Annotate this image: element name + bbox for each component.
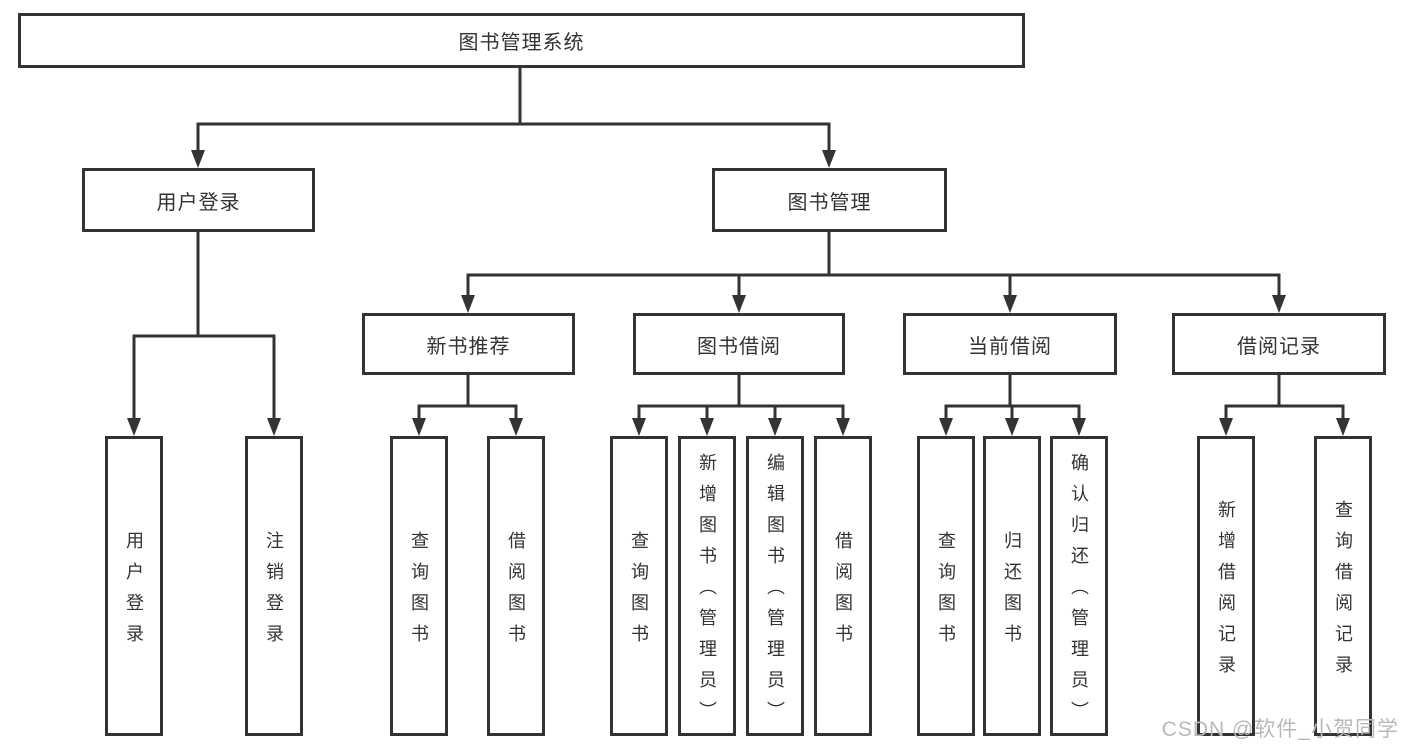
- arrowhead-icon: [412, 418, 426, 436]
- leaf-query-borrow-record-label: 查询借阅记录: [1333, 499, 1353, 686]
- leaf-add-borrow-record: 新增借阅记录: [1197, 436, 1255, 736]
- leaf-query-books-2: 查询图书: [610, 436, 668, 736]
- node-borrow-records-label: 借阅记录: [1237, 335, 1321, 358]
- arrowhead-icon: [1219, 418, 1233, 436]
- leaf-query-borrow-record: 查询借阅记录: [1314, 436, 1372, 736]
- leaf-logout-label: 注销登录: [264, 530, 284, 655]
- connector-current-borrow-to-leaves: [944, 373, 1081, 421]
- connector-book-borrow-to-leaves: [637, 373, 845, 421]
- node-book-management-label: 图书管理: [787, 191, 872, 214]
- leaf-add-borrow-record-label: 新增借阅记录: [1216, 499, 1236, 686]
- node-current-borrow: 当前借阅: [903, 313, 1117, 375]
- leaf-add-books-admin: 新增图书（管理员）: [678, 436, 736, 736]
- leaf-borrow-books-1: 借阅图书: [487, 436, 545, 736]
- node-library-system-label: 图书管理系统: [458, 32, 585, 54]
- leaf-edit-books-admin: 编辑图书（管理员）: [746, 436, 804, 736]
- arrowhead-icon: [1005, 418, 1019, 436]
- arrowhead-icon: [939, 418, 953, 436]
- arrowhead-icon: [836, 418, 850, 436]
- leaf-borrow-books-2-label: 借阅图书: [833, 530, 853, 655]
- arrowhead-icon: [1003, 295, 1017, 313]
- arrowhead-icon: [191, 150, 205, 168]
- arrowhead-icon: [509, 418, 523, 436]
- connector-book-mgmt-to-level3: [466, 230, 1281, 298]
- leaf-logout: 注销登录: [245, 436, 303, 736]
- node-borrow-records: 借阅记录: [1172, 313, 1386, 375]
- leaf-query-books-1: 查询图书: [390, 436, 448, 736]
- node-book-management: 图书管理: [712, 168, 947, 232]
- arrowhead-icon: [822, 150, 836, 168]
- leaf-borrow-books-2: 借阅图书: [814, 436, 872, 736]
- leaf-confirm-return-admin-label: 确认归还（管理员）: [1069, 453, 1089, 732]
- node-book-borrow: 图书借阅: [633, 313, 845, 375]
- arrowhead-icon: [127, 418, 141, 436]
- arrowhead-icon: [461, 295, 475, 313]
- leaf-query-books-3: 查询图书: [917, 436, 975, 736]
- leaf-return-books-label: 归还图书: [1002, 530, 1022, 655]
- leaf-query-books-2-label: 查询图书: [629, 530, 649, 655]
- arrowheads: [127, 150, 1350, 436]
- arrowhead-icon: [768, 418, 782, 436]
- arrowhead-icon: [700, 418, 714, 436]
- node-new-book-recommend-label: 新书推荐: [426, 335, 511, 358]
- arrowhead-icon: [1336, 418, 1350, 436]
- connector-user-login-to-leaves: [132, 230, 276, 421]
- arrowhead-icon: [632, 418, 646, 436]
- arrowhead-icon: [267, 418, 281, 436]
- arrowhead-icon: [1072, 418, 1086, 436]
- leaf-borrow-books-1-label: 借阅图书: [506, 530, 526, 655]
- leaf-user-login: 用户登录: [105, 436, 163, 736]
- node-book-borrow-label: 图书借阅: [697, 335, 781, 358]
- leaf-add-books-admin-label: 新增图书（管理员）: [697, 453, 717, 732]
- leaf-query-books-1-label: 查询图书: [409, 530, 429, 655]
- connector-borrow-records-to-leaves: [1224, 373, 1345, 421]
- arrowhead-icon: [1272, 295, 1286, 313]
- node-current-borrow-label: 当前借阅: [968, 335, 1052, 358]
- node-user-login: 用户登录: [82, 168, 315, 232]
- leaf-confirm-return-admin: 确认归还（管理员）: [1050, 436, 1108, 736]
- leaf-edit-books-admin-label: 编辑图书（管理员）: [765, 453, 785, 732]
- leaf-user-login-label: 用户登录: [124, 530, 144, 655]
- node-library-system: 图书管理系统: [18, 13, 1025, 68]
- leaf-query-books-3-label: 查询图书: [936, 530, 956, 655]
- node-user-login-label: 用户登录: [156, 191, 241, 214]
- csdn-watermark: CSDN @软件_小贺同学: [1161, 718, 1399, 741]
- connector-root-to-level2: [196, 66, 831, 153]
- arrowhead-icon: [732, 295, 746, 313]
- node-new-book-recommend: 新书推荐: [362, 313, 575, 375]
- connector-new-book-to-leaves: [417, 373, 518, 421]
- leaf-return-books: 归还图书: [983, 436, 1041, 736]
